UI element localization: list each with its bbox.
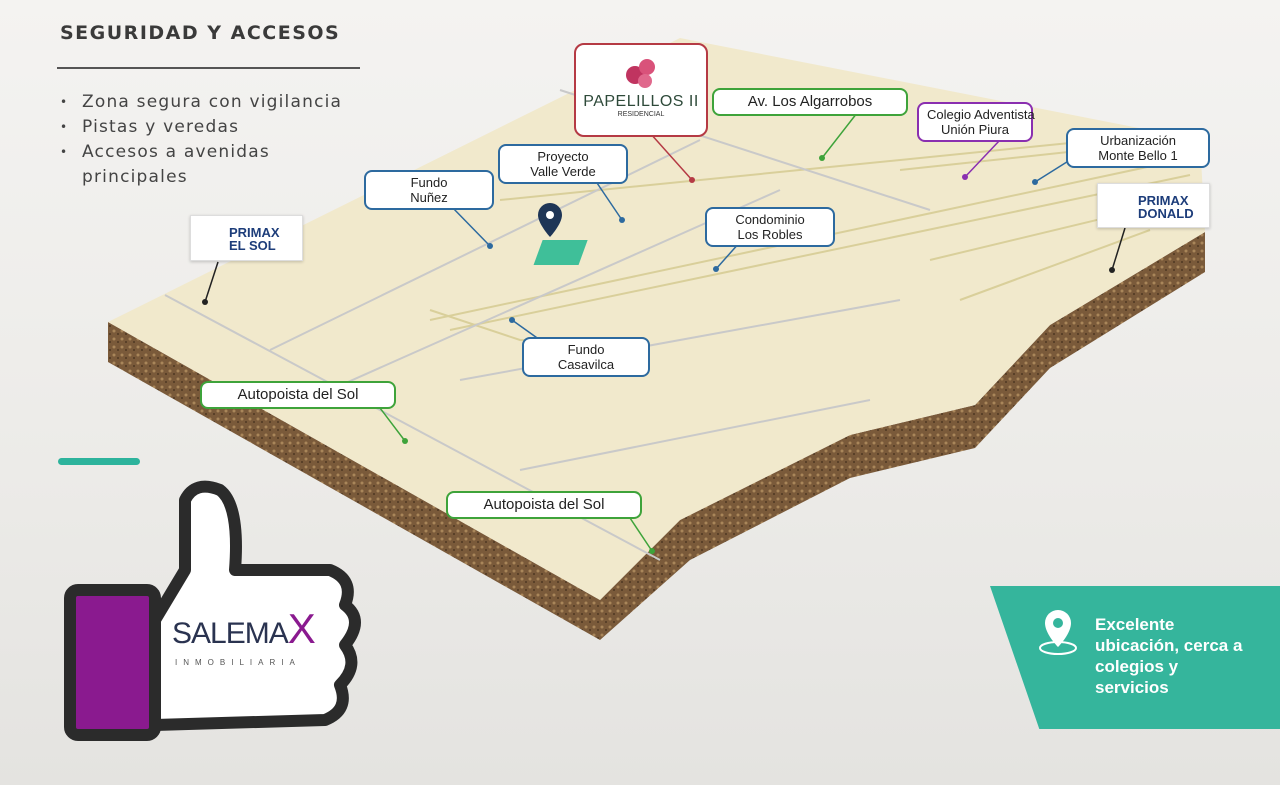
label-line: Valle Verde	[530, 164, 596, 179]
location-callout: Excelente ubicación, cerca a colegios y …	[990, 586, 1280, 729]
brand-sub: INMOBILIARIA	[175, 658, 301, 667]
divider	[57, 67, 360, 69]
label-line: Nuñez	[410, 190, 448, 205]
label-line: DONALD	[1138, 206, 1194, 221]
label-line: EL SOL	[229, 238, 276, 253]
thumbs-up-logo-icon	[64, 480, 361, 741]
location-pin-icon	[1039, 610, 1077, 655]
label-av-algarrobos: Av. Los Algarrobos	[712, 88, 908, 116]
label-line: Los Robles	[737, 227, 803, 242]
flower-logo-icon	[626, 59, 655, 88]
papelillos-logo-label: PAPELILLOS II RESIDENCIAL	[574, 43, 708, 137]
label-autopista-2: Autopoista del Sol	[446, 491, 642, 519]
label-line: Condominio	[735, 212, 805, 227]
feature-item: Accesos a avenidas principales	[60, 140, 312, 190]
project-plot	[533, 240, 588, 265]
label-line: Fundo	[410, 175, 448, 190]
label-line: Casavilca	[557, 357, 615, 372]
label-line: Fundo	[567, 342, 605, 357]
label-line: Urbanización	[1100, 133, 1176, 148]
label-line: PRIMAX	[1138, 193, 1189, 208]
papelillos-sub: RESIDENCIAL	[617, 111, 665, 118]
label-line: Proyecto	[537, 149, 589, 164]
section-title: SEGURIDAD Y ACCESOS	[60, 22, 341, 44]
label-line: Colegio Adventista	[927, 107, 1035, 122]
papelillos-name: PAPELILLOS II	[583, 93, 699, 110]
label-autopista-1: Autopoista del Sol	[200, 381, 396, 409]
feature-item: Pistas y veredas	[60, 115, 342, 140]
brand-x: X	[287, 605, 316, 652]
accent-bar	[58, 458, 140, 465]
connectors	[202, 112, 1126, 554]
brand-name: SALEMA	[172, 617, 289, 650]
brand-logo: SALEMAX	[172, 605, 316, 653]
label-line: Unión Piura	[941, 122, 1009, 137]
callout-text: Excelente ubicación, cerca a colegios y …	[1095, 615, 1243, 697]
location-pin-icon	[538, 203, 562, 237]
features-list: Zona segura con vigilancia Pistas y vere…	[60, 90, 342, 190]
map-surface	[108, 38, 1205, 600]
label-line: Monte Bello 1	[1098, 148, 1178, 163]
feature-item: Zona segura con vigilancia	[60, 90, 342, 115]
label-line: PRIMAX	[229, 225, 280, 240]
